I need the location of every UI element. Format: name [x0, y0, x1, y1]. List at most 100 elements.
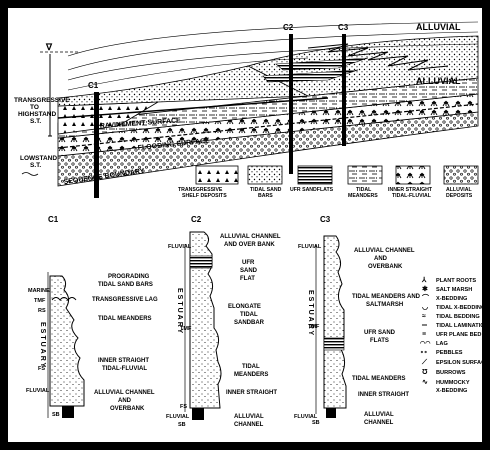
- lowstand-label-1: LOWSTAND: [20, 155, 57, 162]
- c1-mark-tmf: TMF: [34, 298, 46, 304]
- stratigraphy-figure: ∇ C1 C2 C3 TRANSGRESSIVE TO HIGHSTAND S.…: [8, 8, 490, 450]
- c1-facies-3: TIDAL MEANDERS: [98, 316, 152, 322]
- legend-epsilon-surface: EPSILON SURFACE: [436, 360, 489, 366]
- c3-mark-tmf: TMF: [308, 324, 320, 330]
- c3-facies-2a: TIDAL MEANDERS AND: [352, 294, 421, 300]
- legend-alluvial: ALLUVIAL DEPOSITS: [444, 166, 478, 199]
- column-c1-base: [62, 406, 74, 418]
- c1-mark-sb: SB: [52, 412, 60, 418]
- legend-meanders-label-2: MEANDERS: [348, 193, 378, 199]
- c3-mark-sb: SB: [312, 420, 320, 426]
- column-c3-body: [324, 236, 346, 408]
- c2-facies-6b: CHANNEL: [234, 422, 264, 428]
- tidal-x-bedding-icon: ◡: [422, 304, 428, 311]
- highstand-label-1: TRANSGRESSIVE: [14, 97, 70, 104]
- legend-inner-straight: INNER STRAIGHT TIDAL-FLUVIAL: [388, 166, 433, 199]
- c2-mark-fluvial-bottom: FLUVIAL: [166, 414, 190, 420]
- legend-transgressive: TRANSGRESSIVE SHELF DEPOSITS: [178, 166, 238, 199]
- ufr-plane-bed-icon: ≡: [422, 331, 426, 338]
- column-c3-title: C3: [320, 215, 331, 224]
- c2-facies-2a: UFR: [242, 260, 255, 266]
- c2-facies-3a: ELONGATE: [228, 304, 261, 310]
- legend-tidal-sand-label-2: BARS: [258, 193, 273, 199]
- c2-facies-3c: SANDBAR: [234, 320, 265, 326]
- c2-mark-tmf: TMF: [180, 326, 192, 332]
- c2-mark-fluvial-top: FLUVIAL: [168, 244, 192, 250]
- highstand-label-3: HIGHSTAND: [18, 111, 56, 118]
- c3-facies-5: INNER STRAIGHT: [358, 392, 409, 398]
- c3-facies-1a: ALLUVIAL CHANNEL: [354, 248, 415, 254]
- c1-facies-4b: TIDAL-FLUVIAL: [102, 366, 147, 372]
- c3-facies-3b: FLATS: [370, 338, 389, 344]
- c3-mark-fluvial-top: FLUVIAL: [298, 244, 322, 250]
- c2-facies-4b: MEANDERS: [234, 372, 268, 378]
- legend-hummocky-x-bedding: X-BEDDING: [436, 388, 467, 394]
- c3-facies-2b: SALTMARSH: [366, 302, 403, 308]
- legend-ufr-label: UFR SANDFLATS: [290, 187, 334, 193]
- c1-estuary: ESTUARY: [39, 322, 46, 369]
- root-icon: ⅄: [421, 276, 427, 284]
- c1-mark-rs: RS: [38, 308, 46, 314]
- legend-transgressive-label-2: SHELF DEPOSITS: [182, 193, 227, 199]
- column-c2-ufr-band: [190, 256, 212, 268]
- legend-alluvial-label-2: DEPOSITS: [446, 193, 473, 199]
- legend-tidal-lamination: TIDAL LAMINATION: [436, 323, 489, 329]
- c1-mark-fs: FS: [38, 366, 45, 372]
- c2-mark-fs: FS: [180, 404, 187, 410]
- highstand-label-2: TO: [30, 104, 39, 111]
- c2-facies-1b: AND OVER BANK: [224, 242, 275, 248]
- c1-facies-5b: AND: [118, 398, 132, 404]
- x-bedding-icon: ⌒: [421, 293, 430, 302]
- legend-plant-roots: PLANT ROOTS: [436, 278, 476, 284]
- legend-pebbles: PEBBLES: [436, 350, 463, 356]
- c2-facies-1a: ALLUVIAL CHANNEL: [220, 234, 281, 240]
- c2-mark-sb: SB: [178, 422, 186, 428]
- c1-facies-2: TRANSGRESSIVE LAG: [92, 297, 158, 303]
- column-c1: C1 MARINE TMF RS ESTUARY FS FLUVIAL SB P…: [26, 215, 158, 418]
- c1-mark-marine: MARINE: [28, 288, 50, 294]
- column-c2: C2 FLUVIAL ESTUARY TMF FS FLUVIAL SB ALL…: [166, 215, 281, 428]
- c3-facies-1c: OVERBANK: [368, 264, 403, 270]
- lowstand-wave: [22, 173, 38, 176]
- core-c2-label: C2: [283, 23, 294, 32]
- column-c2-title: C2: [191, 215, 202, 224]
- facies-legend: TRANSGRESSIVE SHELF DEPOSITS TIDAL SAND …: [178, 166, 478, 199]
- c3-facies-4: TIDAL MEANDERS: [352, 376, 406, 382]
- column-c3-ufr-band: [324, 338, 344, 350]
- legend-burrows: BURROWS: [436, 370, 466, 376]
- c1-facies-1b: TIDAL SAND BARS: [98, 282, 153, 288]
- c1-facies-5a: ALLUVIAL CHANNEL: [94, 390, 155, 396]
- core-c3-label: C3: [338, 23, 349, 32]
- symbol-legend: ⅄ PLANT ROOTS ✱ SALT MARSH ⌒ X-BEDDING ◡…: [420, 276, 489, 394]
- column-c3: C3 FLUVIAL ESTUARY TMF FLUVIAL SB ALLUVI…: [294, 215, 421, 426]
- legend-tidal-sand: TIDAL SAND BARS: [248, 166, 282, 199]
- tidal-bedding-icon: ≈: [422, 313, 426, 320]
- datum-symbol: ∇: [45, 42, 53, 52]
- epsilon-icon: ⟋: [421, 358, 428, 366]
- legend-tidal-bedding: TIDAL BEDDING: [436, 314, 480, 320]
- core-c1-label: C1: [88, 81, 99, 90]
- c3-facies-1b: AND: [374, 256, 388, 262]
- c2-facies-3b: TIDAL: [240, 312, 258, 318]
- alluvial-label-top: ALLUVIAL: [416, 22, 461, 32]
- legend-meanders: TIDAL MEANDERS: [348, 166, 382, 199]
- highstand-label-4: S.T.: [30, 118, 41, 125]
- c2-facies-5: INNER STRAIGHT: [226, 390, 277, 396]
- c3-estuary: ESTUARY: [307, 290, 314, 337]
- column-c2-base: [192, 408, 204, 420]
- legend-tidal-x-bedding: TIDAL X-BEDDING: [436, 305, 485, 311]
- hummocky-icon: ∿: [422, 379, 428, 386]
- legend-lag: LAG: [436, 341, 448, 347]
- c2-facies-6a: ALLUVIAL: [234, 414, 264, 420]
- lowstand-label-2: S.T.: [30, 162, 41, 169]
- legend-ufr-plane-bed: UFR PLANE BED: [436, 332, 481, 338]
- c3-facies-3a: UFR SAND: [364, 330, 396, 336]
- burrows-icon: Ʊ: [422, 369, 428, 376]
- legend-ufr: UFR SANDFLATS: [290, 166, 334, 193]
- legend-hummocky: HUMMOCKY: [436, 380, 470, 386]
- alluvial-label-mid: ALLUVIAL: [416, 76, 461, 86]
- c2-facies-2c: FLAT: [240, 276, 255, 282]
- legend-salt-marsh: SALT MARSH: [436, 287, 472, 293]
- c1-facies-5c: OVERBANK: [110, 406, 145, 412]
